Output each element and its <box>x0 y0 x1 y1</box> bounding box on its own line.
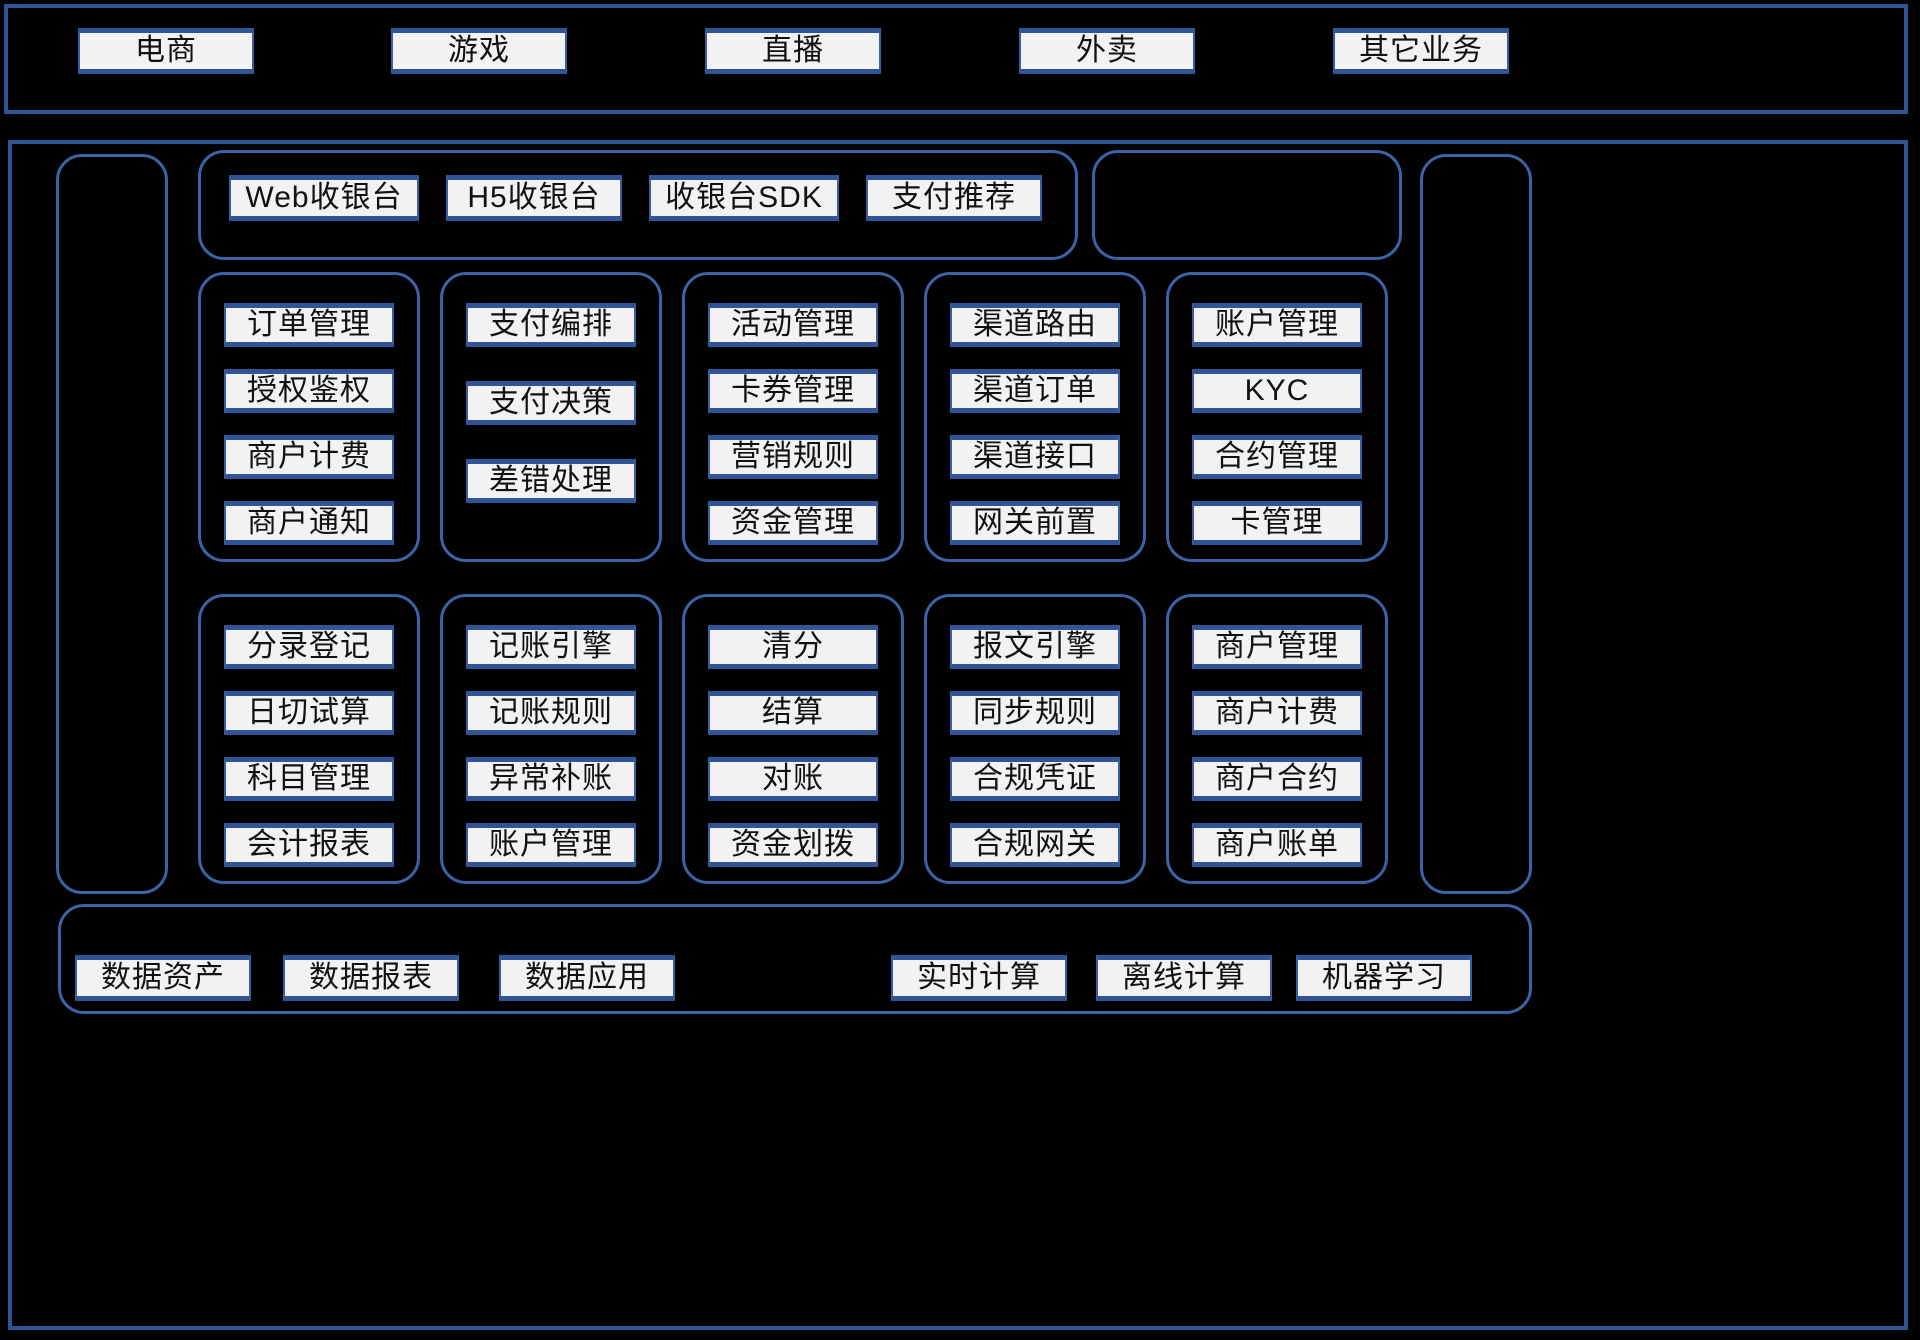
service-item-chip[interactable]: 异常补账 <box>466 757 636 801</box>
service-group: 商户管理商户计费商户合约商户账单 <box>1166 594 1388 884</box>
service-item-chip[interactable]: 授权鉴权 <box>224 369 394 413</box>
service-item-chip[interactable]: 日切试算 <box>224 691 394 735</box>
service-group: 订单管理授权鉴权商户计费商户通知 <box>198 272 420 562</box>
service-group: 分录登记日切试算科目管理会计报表 <box>198 594 420 884</box>
data-compute-band: 数据资产 数据报表 数据应用 实时计算 离线计算 机器学习 <box>58 904 1532 1014</box>
service-item-chip[interactable]: 记账引擎 <box>466 625 636 669</box>
service-item-chip[interactable]: 订单管理 <box>224 303 394 347</box>
cashier-item-chip[interactable]: H5收银台 <box>446 175 622 221</box>
service-group: 记账引擎记账规则异常补账账户管理 <box>440 594 662 884</box>
business-line-chip[interactable]: 其它业务 <box>1333 28 1509 74</box>
service-item-chip[interactable]: 商户计费 <box>1192 691 1362 735</box>
service-item-chip[interactable]: 同步规则 <box>950 691 1120 735</box>
cashier-side-panel <box>1092 150 1402 260</box>
cashier-band: Web收银台 H5收银台 收银台SDK 支付推荐 <box>198 150 1078 260</box>
service-group: 清分结算对账资金划拨 <box>682 594 904 884</box>
data-item-chip[interactable]: 机器学习 <box>1296 955 1472 1001</box>
service-item-chip[interactable]: 对账 <box>708 757 878 801</box>
business-line-chip[interactable]: 外卖 <box>1019 28 1195 74</box>
service-item-chip[interactable]: 商户计费 <box>224 435 394 479</box>
service-item-chip[interactable]: 资金划拨 <box>708 823 878 867</box>
service-item-chip[interactable]: 科目管理 <box>224 757 394 801</box>
service-group: 渠道路由渠道订单渠道接口网关前置 <box>924 272 1146 562</box>
service-group: 报文引擎同步规则合规凭证合规网关 <box>924 594 1146 884</box>
data-item-chip[interactable]: 离线计算 <box>1096 955 1272 1001</box>
service-item-chip[interactable]: 资金管理 <box>708 501 878 545</box>
service-item-chip[interactable]: 账户管理 <box>466 823 636 867</box>
business-lines-row: 电商 游戏 直播 外卖 其它业务 <box>8 8 1904 110</box>
service-item-chip[interactable]: 渠道接口 <box>950 435 1120 479</box>
service-group: 活动管理卡券管理营销规则资金管理 <box>682 272 904 562</box>
service-item-chip[interactable]: 商户管理 <box>1192 625 1362 669</box>
business-line-chip[interactable]: 游戏 <box>391 28 567 74</box>
service-item-chip[interactable]: 差错处理 <box>466 459 636 503</box>
service-item-chip[interactable]: 合规网关 <box>950 823 1120 867</box>
left-side-rail <box>56 154 168 894</box>
service-item-chip[interactable]: 活动管理 <box>708 303 878 347</box>
cashier-item-chip[interactable]: 收银台SDK <box>649 175 839 221</box>
service-item-chip[interactable]: 商户合约 <box>1192 757 1362 801</box>
service-item-chip[interactable]: KYC <box>1192 369 1362 413</box>
business-line-chip[interactable]: 直播 <box>705 28 881 74</box>
service-item-chip[interactable]: 合约管理 <box>1192 435 1362 479</box>
service-item-chip[interactable]: 卡券管理 <box>708 369 878 413</box>
service-item-chip[interactable]: 支付决策 <box>466 381 636 425</box>
service-item-chip[interactable]: 记账规则 <box>466 691 636 735</box>
service-item-chip[interactable]: 渠道订单 <box>950 369 1120 413</box>
business-lines-band: 电商 游戏 直播 外卖 其它业务 <box>4 4 1908 114</box>
service-item-chip[interactable]: 清分 <box>708 625 878 669</box>
service-item-chip[interactable]: 卡管理 <box>1192 501 1362 545</box>
service-item-chip[interactable]: 合规凭证 <box>950 757 1120 801</box>
data-item-chip[interactable]: 数据报表 <box>283 955 459 1001</box>
service-item-chip[interactable]: 结算 <box>708 691 878 735</box>
business-line-chip[interactable]: 电商 <box>78 28 254 74</box>
right-side-rail <box>1420 154 1532 894</box>
data-item-chip[interactable]: 数据应用 <box>499 955 675 1001</box>
cashier-item-chip[interactable]: 支付推荐 <box>866 175 1042 221</box>
service-item-chip[interactable]: 账户管理 <box>1192 303 1362 347</box>
service-item-chip[interactable]: 会计报表 <box>224 823 394 867</box>
data-item-chip[interactable]: 数据资产 <box>75 955 251 1001</box>
service-item-chip[interactable]: 分录登记 <box>224 625 394 669</box>
platform-architecture-frame: Web收银台 H5收银台 收银台SDK 支付推荐 订单管理授权鉴权商户计费商户通… <box>8 140 1908 1330</box>
service-item-chip[interactable]: 商户账单 <box>1192 823 1362 867</box>
service-item-chip[interactable]: 网关前置 <box>950 501 1120 545</box>
service-item-chip[interactable]: 渠道路由 <box>950 303 1120 347</box>
service-item-chip[interactable]: 支付编排 <box>466 303 636 347</box>
service-item-chip[interactable]: 报文引擎 <box>950 625 1120 669</box>
service-item-chip[interactable]: 商户通知 <box>224 501 394 545</box>
cashier-item-chip[interactable]: Web收银台 <box>229 175 419 221</box>
data-item-chip[interactable]: 实时计算 <box>891 955 1067 1001</box>
service-group: 账户管理 KYC 合约管理卡管理 <box>1166 272 1388 562</box>
service-group: 支付编排支付决策差错处理 <box>440 272 662 562</box>
service-item-chip[interactable]: 营销规则 <box>708 435 878 479</box>
